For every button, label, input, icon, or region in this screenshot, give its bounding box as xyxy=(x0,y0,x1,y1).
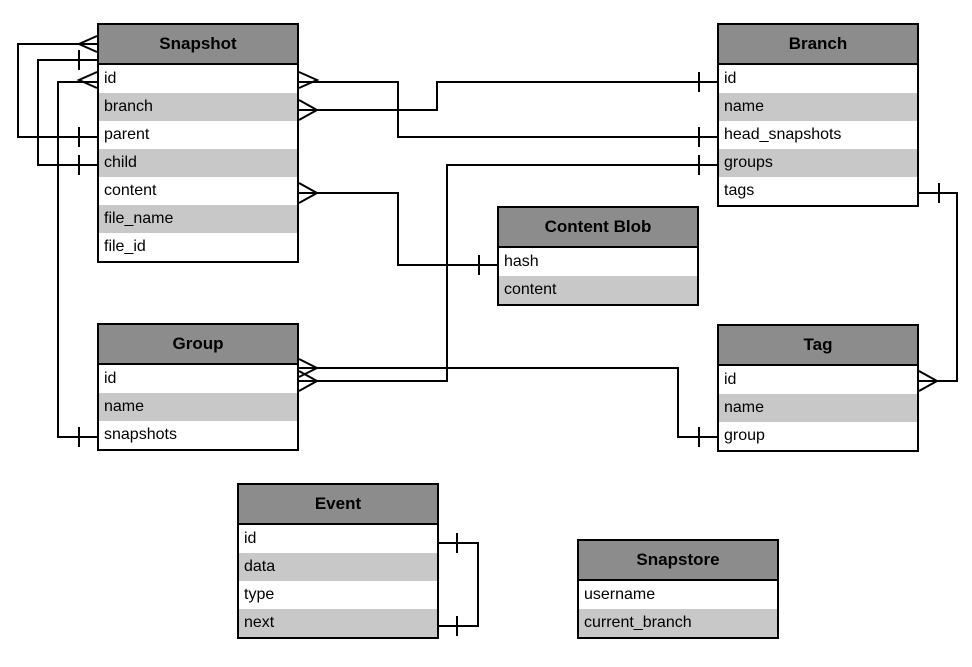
snapshot-child-relation xyxy=(37,59,97,166)
entity-title: Snapshot xyxy=(99,25,297,65)
group-tag-relation xyxy=(299,367,717,438)
field-hash: hash xyxy=(504,253,539,270)
field-name: name xyxy=(719,394,917,422)
field-content: content xyxy=(499,276,697,304)
many-marker xyxy=(298,71,320,89)
entity-snapshot[interactable]: Snapshot id branch parent child content … xyxy=(97,23,299,263)
field-id: id xyxy=(724,70,737,87)
field-tags: tags xyxy=(724,182,755,199)
tag-branch-tags-relation xyxy=(919,192,958,382)
field-child: child xyxy=(99,149,297,177)
field-content: content xyxy=(104,182,157,199)
many-marker xyxy=(298,182,320,204)
entity-branch[interactable]: Branch id name head_snapshots groups tag… xyxy=(717,23,919,207)
field-head-snapshots: head_snapshots xyxy=(724,126,842,143)
entity-snapstore[interactable]: Snapstore username current_branch xyxy=(577,539,779,639)
many-marker xyxy=(298,99,320,121)
group-snapshots-relation xyxy=(57,81,97,438)
field-branch: branch xyxy=(99,93,297,121)
snapshot-parent-relation xyxy=(17,43,97,138)
entity-title: Content Blob xyxy=(499,208,697,248)
entity-content-blob[interactable]: Content Blob hash content xyxy=(497,206,699,306)
field-name: name xyxy=(719,93,917,121)
field-current-branch: current_branch xyxy=(579,609,777,637)
event-next-relation xyxy=(439,542,479,627)
entity-tag[interactable]: Tag id name group xyxy=(717,324,919,452)
field-username: username xyxy=(584,586,656,603)
field-type: type xyxy=(244,586,275,603)
entity-title: Branch xyxy=(719,25,917,65)
field-file-name: file_name xyxy=(99,205,297,233)
field-next: next xyxy=(239,609,437,637)
field-snapshots: snapshots xyxy=(104,426,177,443)
snapshot-content-relation xyxy=(299,192,497,266)
many-marker xyxy=(76,35,98,53)
field-id: id xyxy=(104,70,117,87)
snapshot-head-snapshots-relation xyxy=(299,81,717,138)
many-marker xyxy=(76,71,98,89)
many-marker xyxy=(298,370,320,392)
field-id: id xyxy=(724,371,737,388)
field-id: id xyxy=(104,370,117,387)
many-marker xyxy=(918,370,940,392)
field-groups: groups xyxy=(719,149,917,177)
field-group: group xyxy=(724,427,765,444)
entity-title: Snapstore xyxy=(579,541,777,581)
many-marker xyxy=(298,358,320,378)
entity-group[interactable]: Group id name snapshots xyxy=(97,323,299,451)
snapshot-branch-relation xyxy=(299,81,717,111)
entity-title: Group xyxy=(99,325,297,365)
field-id: id xyxy=(244,530,257,547)
entity-title: Event xyxy=(239,485,437,525)
field-data: data xyxy=(239,553,437,581)
entity-title: Tag xyxy=(719,326,917,366)
field-parent: parent xyxy=(104,126,150,143)
field-file-id: file_id xyxy=(104,238,146,255)
field-name: name xyxy=(99,393,297,421)
entity-event[interactable]: Event id data type next xyxy=(237,483,439,639)
